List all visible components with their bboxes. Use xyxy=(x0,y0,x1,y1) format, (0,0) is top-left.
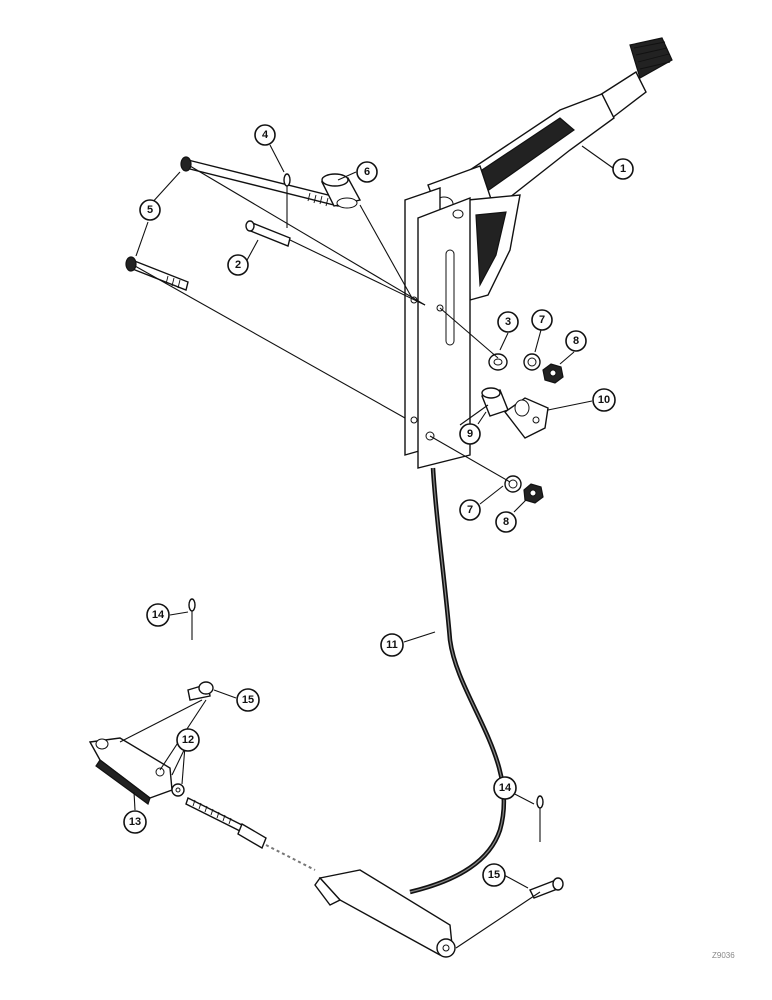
leader-lines xyxy=(119,144,614,949)
callout-4: 4 xyxy=(254,124,276,146)
clevis-13 xyxy=(88,737,173,805)
callout-13: 13 xyxy=(123,810,147,834)
svg-text:15: 15 xyxy=(488,869,500,881)
svg-text:8: 8 xyxy=(573,335,579,347)
cable-11 xyxy=(409,467,507,895)
lower-bracket xyxy=(314,869,456,958)
svg-text:4: 4 xyxy=(262,129,269,141)
bolt-lower xyxy=(125,256,189,291)
svg-text:13: 13 xyxy=(129,816,141,828)
lever-handle xyxy=(427,37,673,301)
callout-14-upper: 14 xyxy=(146,603,170,627)
callout-10: 10 xyxy=(592,388,616,412)
callout-1: 1 xyxy=(612,158,634,180)
washer-3 xyxy=(488,353,508,371)
svg-text:7: 7 xyxy=(467,504,473,516)
pin-15-upper xyxy=(187,681,214,701)
bolt-upper xyxy=(180,156,341,207)
svg-text:5: 5 xyxy=(147,204,153,216)
cotter-pin-14-upper xyxy=(188,598,196,640)
callout-2: 2 xyxy=(227,254,249,276)
washer-7-upper xyxy=(523,353,541,371)
svg-text:3: 3 xyxy=(505,316,511,328)
svg-text:1: 1 xyxy=(620,163,626,175)
threaded-rod xyxy=(185,797,316,871)
svg-text:9: 9 xyxy=(467,428,473,440)
washer-7-lower xyxy=(504,475,522,493)
pin-part xyxy=(245,220,291,247)
figure-code: Z9036 xyxy=(712,951,735,960)
callout-7-upper: 7 xyxy=(531,309,553,331)
clip-10 xyxy=(503,397,549,439)
callout-9: 9 xyxy=(459,423,481,445)
nut-8-upper xyxy=(542,363,564,384)
bracket-plates xyxy=(404,187,471,469)
nut-12 xyxy=(171,783,185,797)
cotter-pin-upper xyxy=(283,173,291,228)
svg-text:7: 7 xyxy=(539,314,545,326)
callout-7-lower: 7 xyxy=(459,499,481,521)
svg-text:12: 12 xyxy=(182,734,194,746)
callout-14-lower: 14 xyxy=(493,776,517,800)
svg-text:14: 14 xyxy=(499,782,512,794)
svg-text:2: 2 xyxy=(235,259,241,271)
nut-8-lower xyxy=(523,483,544,504)
svg-text:8: 8 xyxy=(503,516,509,528)
callout-15-lower: 15 xyxy=(482,863,506,887)
callout-8-lower: 8 xyxy=(495,511,517,533)
callout-8-upper: 8 xyxy=(565,330,587,352)
callout-11: 11 xyxy=(380,633,404,657)
callout-5: 5 xyxy=(139,199,161,221)
callout-15-upper: 15 xyxy=(236,688,260,712)
spacer-part xyxy=(320,173,362,209)
svg-text:11: 11 xyxy=(386,639,398,651)
callout-6: 6 xyxy=(356,161,378,183)
callout-12: 12 xyxy=(176,728,200,752)
cotter-pin-14-lower xyxy=(536,795,544,842)
svg-text:6: 6 xyxy=(364,166,370,178)
svg-text:14: 14 xyxy=(152,609,165,621)
callout-3: 3 xyxy=(497,311,519,333)
svg-text:15: 15 xyxy=(242,694,254,706)
svg-text:10: 10 xyxy=(598,394,610,406)
